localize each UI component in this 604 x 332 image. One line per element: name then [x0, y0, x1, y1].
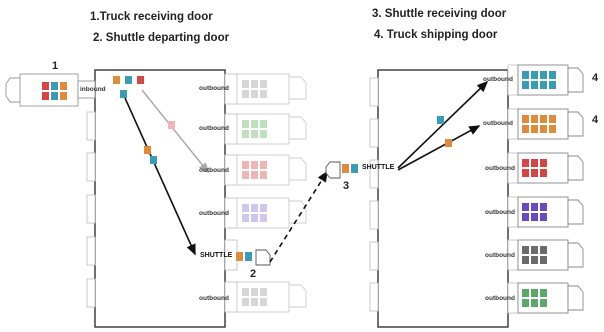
outbound-label-right-3: outbound: [485, 165, 515, 172]
outbound-label-left-1: outbound: [199, 85, 229, 92]
arriving-shuttle-cargo-teal: [351, 164, 358, 173]
outbound-label-left-3: outbound: [199, 167, 229, 174]
departing-shuttle-cargo-teal: [245, 252, 252, 261]
outbound-label-right-5: outbound: [485, 252, 515, 259]
shuttle-label-receiving: SHUTTLE: [362, 164, 395, 171]
marker-3: 3: [343, 180, 350, 192]
left-warehouse: [94, 69, 226, 328]
flow-to-faded-outbound: [141, 89, 209, 174]
legend-truck-shipping: 4. Truck shipping door: [374, 29, 498, 41]
marker-4-top: 4: [592, 72, 599, 84]
arriving-shuttle-cab: [325, 161, 341, 179]
departing-shuttle-cargo-orange: [236, 252, 243, 261]
outbound-label-right-6: outbound: [485, 295, 515, 302]
outbound-label-left-4: outbound: [199, 210, 229, 217]
shuttle-label-departing: SHUTTLE: [200, 252, 233, 259]
outbound-label-right-1: outbound: [483, 76, 513, 83]
moving-cargo-teal: [150, 156, 157, 164]
arriving-shuttle-cargo-orange: [342, 164, 349, 173]
moving-cargo-orange: [144, 146, 151, 154]
flow-to-shuttle-departing: [124, 97, 196, 256]
inbound-door: [77, 80, 96, 99]
marker-4-second: 4: [592, 114, 599, 126]
right-warehouse: [377, 69, 509, 328]
legend-shuttle-departing: 2. Shuttle departing door: [93, 32, 230, 44]
flow-to-orange-truck: [397, 125, 481, 171]
outbound-label-left-5: outbound: [199, 295, 229, 302]
outbound-label-right-4: outbound: [485, 209, 515, 216]
marker-2: 2: [250, 268, 257, 280]
outbound-label-left-2: outbound: [199, 125, 229, 132]
left-dock-doors: [224, 73, 238, 313]
inbound-label: inbound: [80, 86, 106, 93]
faded-trucks-left: [236, 73, 307, 313]
moving-cargo-faded: [168, 121, 175, 129]
shipping-truck-cargo: [522, 71, 556, 307]
departing-shuttle-cab: [255, 249, 271, 266]
marker-1: 1: [52, 60, 59, 72]
faded-cargo-left: [242, 80, 267, 306]
legend-truck-receiving: 1.Truck receiving door: [90, 11, 213, 23]
moving-cargo-orange-right: [445, 139, 452, 147]
inbound-truck-cargo: [42, 82, 67, 100]
legend-shuttle-receiving: 3. Shuttle receiving door: [372, 8, 507, 20]
flow-to-teal-truck: [397, 80, 489, 169]
outbound-label-right-2: outbound: [483, 120, 513, 127]
shipping-trucks: [517, 64, 584, 314]
right-dock-doors: [507, 64, 519, 314]
moving-cargo-teal-right: [437, 116, 444, 124]
inbound-cargo: [113, 76, 144, 98]
